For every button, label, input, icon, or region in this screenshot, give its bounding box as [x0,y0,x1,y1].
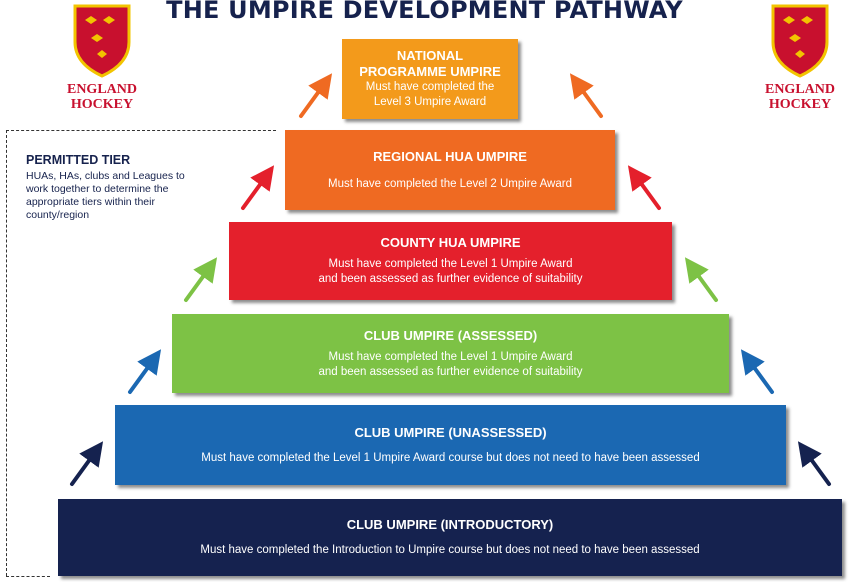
tier-description: and been assessed as further evidence of… [318,273,583,285]
logo-text-hockey: HOCKEY [768,97,832,112]
arrow-up-left-icon [184,257,218,302]
tier-name: NATIONAL [396,48,464,63]
shield-icon [73,4,131,78]
permitted-tier-bracket-bottom [6,576,50,577]
arrow-up-right-icon [569,73,603,118]
tier-club-umpire-assessed: CLUB UMPIRE (ASSESSED) Must have complet… [172,314,729,393]
arrow-up-right-icon [797,441,831,486]
permitted-tier-bracket-side [6,130,7,576]
tier-name: PROGRAMME UMPIRE [359,64,501,79]
permitted-tier-bracket-top [6,130,276,131]
tier-county-hua-umpire: COUNTY HUA UMPIRE Must have completed th… [229,222,672,300]
logo-text-hockey: HOCKEY [70,97,134,112]
tier-regional-hua-umpire: REGIONAL HUA UMPIRE Must have completed … [285,130,615,210]
tier-national-programme-umpire: NATIONAL PROGRAMME UMPIRE Must have comp… [342,39,518,119]
tier-club-umpire-unassessed: CLUB UMPIRE (UNASSESSED) Must have compl… [115,405,786,485]
tier-name: CLUB UMPIRE (UNASSESSED) [354,424,547,440]
shield-icon [771,4,829,78]
arrow-up-left-icon [70,441,104,486]
permitted-tier-text: HUAs, HAs, clubs and Leagues to work tog… [26,170,185,221]
logo-text-england: ENGLAND [66,82,137,97]
arrow-up-right-icon [740,349,774,394]
tier-description: Must have completed the Level 1 Umpire A… [328,258,573,270]
arrow-up-right-icon [627,165,661,210]
england-hockey-logo-right: ENGLAND HOCKEY [745,2,849,112]
arrow-up-left-icon [299,73,333,118]
page-title: THE UMPIRE DEVELOPMENT PATHWAY [166,0,683,24]
england-hockey-logo-left: ENGLAND HOCKEY [47,2,157,112]
permitted-tier-heading: PERMITTED TIER [26,153,131,167]
tier-description: Must have completed the Level 1 Umpire A… [328,350,573,363]
arrow-up-left-icon [241,165,275,210]
tier-description: Must have completed the Level 2 Umpire A… [328,177,572,190]
tier-description: and been assessed as further evidence of… [318,365,583,378]
arrow-up-right-icon [684,257,718,302]
tier-club-umpire-introductory: CLUB UMPIRE (INTRODUCTORY) Must have com… [58,499,842,576]
tier-name: CLUB UMPIRE (INTRODUCTORY) [346,517,554,532]
tier-description: Must have completed the Introduction to … [200,544,700,556]
logo-text-england: ENGLAND [764,82,835,97]
arrow-up-left-icon [128,349,162,394]
tier-description: Level 3 Umpire Award [373,96,487,108]
tier-description: Must have completed the [365,81,495,93]
tier-name: CLUB UMPIRE (ASSESSED) [363,327,538,343]
permitted-tier-note: PERMITTED TIER HUAs, HAs, clubs and Leag… [26,153,206,222]
tier-description: Must have completed the Level 1 Umpire A… [201,451,700,464]
tier-name: COUNTY HUA UMPIRE [380,235,521,250]
tier-name: REGIONAL HUA UMPIRE [373,148,527,164]
